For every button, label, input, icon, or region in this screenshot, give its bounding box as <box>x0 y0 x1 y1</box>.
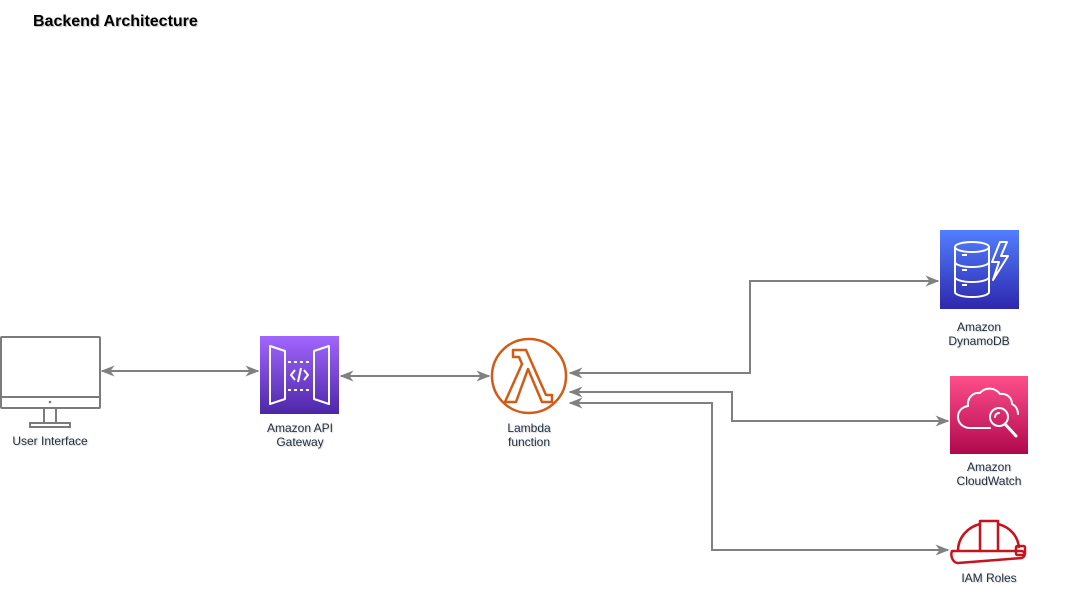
diagram-title: Backend Architecture <box>33 13 198 30</box>
hard-hat-icon[interactable] <box>950 519 1027 565</box>
label-cloudwatch: Amazon CloudWatch <box>956 460 1022 488</box>
label-user-interface: User Interface <box>12 434 88 448</box>
label-iam-roles: IAM Roles <box>961 571 1017 585</box>
desktop-monitor-icon[interactable] <box>0 336 101 428</box>
connector-lambda-iam <box>568 397 950 556</box>
lambda-icon[interactable] <box>490 337 568 415</box>
api-gateway-icon[interactable] <box>260 336 339 414</box>
label-dynamodb: Amazon DynamoDB <box>948 320 1010 348</box>
dynamodb-icon[interactable] <box>940 230 1019 309</box>
label-lambda-function: Lambda function <box>507 421 551 449</box>
connector-lambda-dynamodb <box>568 275 940 379</box>
connector-lambda-cloudwatch <box>568 386 950 427</box>
cloudwatch-icon[interactable] <box>950 376 1028 454</box>
label-api-gateway: Amazon API Gateway <box>266 421 334 449</box>
